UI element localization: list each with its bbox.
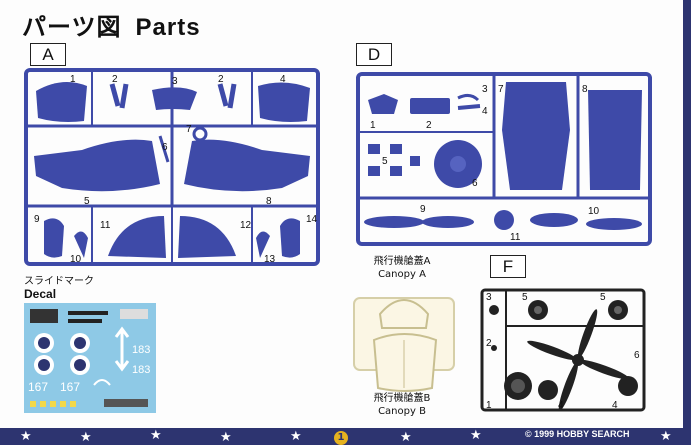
svg-text:12: 12 [240, 220, 252, 231]
svg-text:7: 7 [498, 84, 504, 95]
part-a9 [44, 218, 64, 258]
part-f2 [491, 345, 497, 351]
svg-text:11: 11 [510, 232, 521, 243]
part-a5 [34, 139, 160, 192]
svg-text:4: 4 [482, 106, 488, 117]
part-a8 [184, 139, 310, 192]
svg-text:9: 9 [34, 214, 40, 225]
svg-text:4: 4 [612, 400, 618, 411]
svg-text:6: 6 [162, 142, 168, 153]
page-title: パーツ図 Parts [22, 7, 201, 42]
part-d10-left [530, 213, 578, 227]
svg-text:5: 5 [522, 292, 528, 303]
svg-text:2: 2 [112, 74, 118, 85]
svg-text:1: 1 [70, 74, 76, 85]
sprue-d: 1 2 3 4 5 6 7 8 9 10 11 [356, 72, 652, 246]
svg-text:6: 6 [472, 178, 478, 189]
part-a1 [36, 82, 87, 122]
part-d8 [588, 90, 642, 190]
part-f6-propeller [527, 309, 629, 411]
svg-text:167: 167 [60, 380, 80, 394]
svg-text:3: 3 [482, 84, 488, 95]
part-d10-right [586, 218, 642, 230]
part-a6 [158, 135, 170, 163]
part-a11 [108, 216, 166, 258]
sprue-a: 1 2 3 2 4 5 6 7 8 9 10 11 12 13 14 [24, 68, 320, 266]
svg-text:1: 1 [486, 400, 492, 411]
svg-text:2: 2 [218, 74, 224, 85]
title-japanese: パーツ図 [22, 13, 122, 41]
svg-text:2: 2 [426, 120, 432, 131]
svg-text:3: 3 [486, 292, 492, 303]
part-canopy-b [372, 333, 438, 392]
svg-text:5: 5 [382, 156, 388, 167]
title-english: Parts [135, 14, 201, 41]
svg-text:8: 8 [582, 84, 588, 95]
part-a10 [74, 231, 88, 258]
svg-text:167: 167 [28, 380, 48, 394]
svg-text:183: 183 [132, 364, 150, 376]
canopy-b-label-en: Canopy B [378, 406, 426, 417]
decal-sheet: 183 183 167 167 [24, 303, 156, 413]
part-f4-right [618, 376, 638, 396]
part-a7 [192, 126, 208, 142]
part-d3 [457, 93, 480, 102]
canopy-a-caption: 飛行機艙蓋A Canopy A [352, 255, 452, 281]
part-d11 [494, 210, 514, 230]
svg-text:183: 183 [132, 344, 150, 356]
svg-text:1: 1 [370, 120, 376, 131]
svg-text:14: 14 [306, 214, 318, 225]
canopy-a-label-jp: 飛行機艙蓋A [373, 256, 431, 267]
svg-text:5: 5 [84, 196, 90, 207]
part-a13 [256, 231, 270, 258]
part-a3 [152, 87, 197, 110]
part-a12 [178, 216, 236, 258]
canopy-b-caption: 飛行機艙蓋B Canopy B [352, 392, 452, 418]
sprue-a-label: A [30, 43, 66, 66]
svg-text:13: 13 [264, 254, 276, 265]
part-d2 [410, 98, 450, 114]
part-f4-left [538, 380, 558, 400]
part-d1 [368, 94, 398, 114]
svg-text:8: 8 [266, 196, 272, 207]
canopy-b-label-jp: 飛行機艙蓋B [373, 393, 431, 404]
svg-text:7: 7 [186, 124, 192, 135]
part-a2-right [217, 83, 237, 109]
canopy-a-label-en: Canopy A [378, 269, 426, 280]
decal-label-en: Decal [24, 287, 57, 301]
svg-text:10: 10 [70, 254, 82, 265]
svg-text:9: 9 [420, 204, 426, 215]
svg-text:4: 4 [280, 74, 286, 85]
arrow-down [114, 347, 130, 372]
part-f3 [489, 305, 499, 315]
svg-text:2: 2 [486, 338, 492, 349]
canopy-sprue [353, 297, 455, 392]
svg-text:5: 5 [600, 292, 606, 303]
part-d7 [502, 82, 570, 190]
svg-text:6: 6 [634, 350, 640, 361]
svg-text:11: 11 [100, 220, 111, 231]
part-d9-left [364, 216, 424, 228]
sprue-f: 1 2 3 4 4 5 5 6 [480, 288, 646, 412]
page-number: 1 [334, 431, 348, 445]
part-a14 [280, 218, 300, 258]
sprue-d-label: D [356, 43, 392, 66]
part-a2-left [109, 83, 129, 109]
sprue-f-label: F [490, 255, 526, 278]
decal-label-jp: スライドマーク [24, 276, 94, 287]
svg-text:10: 10 [588, 206, 600, 217]
part-d5 [368, 144, 420, 176]
svg-text:3: 3 [172, 76, 178, 87]
part-d4 [457, 104, 481, 110]
part-a4 [258, 82, 310, 122]
svg-text:4: 4 [558, 400, 564, 411]
frame-right [683, 0, 691, 445]
part-d9-mid [422, 216, 474, 228]
part-canopy-a [378, 299, 430, 329]
watermark: © 1999 HOBBY SEARCH [525, 429, 630, 439]
